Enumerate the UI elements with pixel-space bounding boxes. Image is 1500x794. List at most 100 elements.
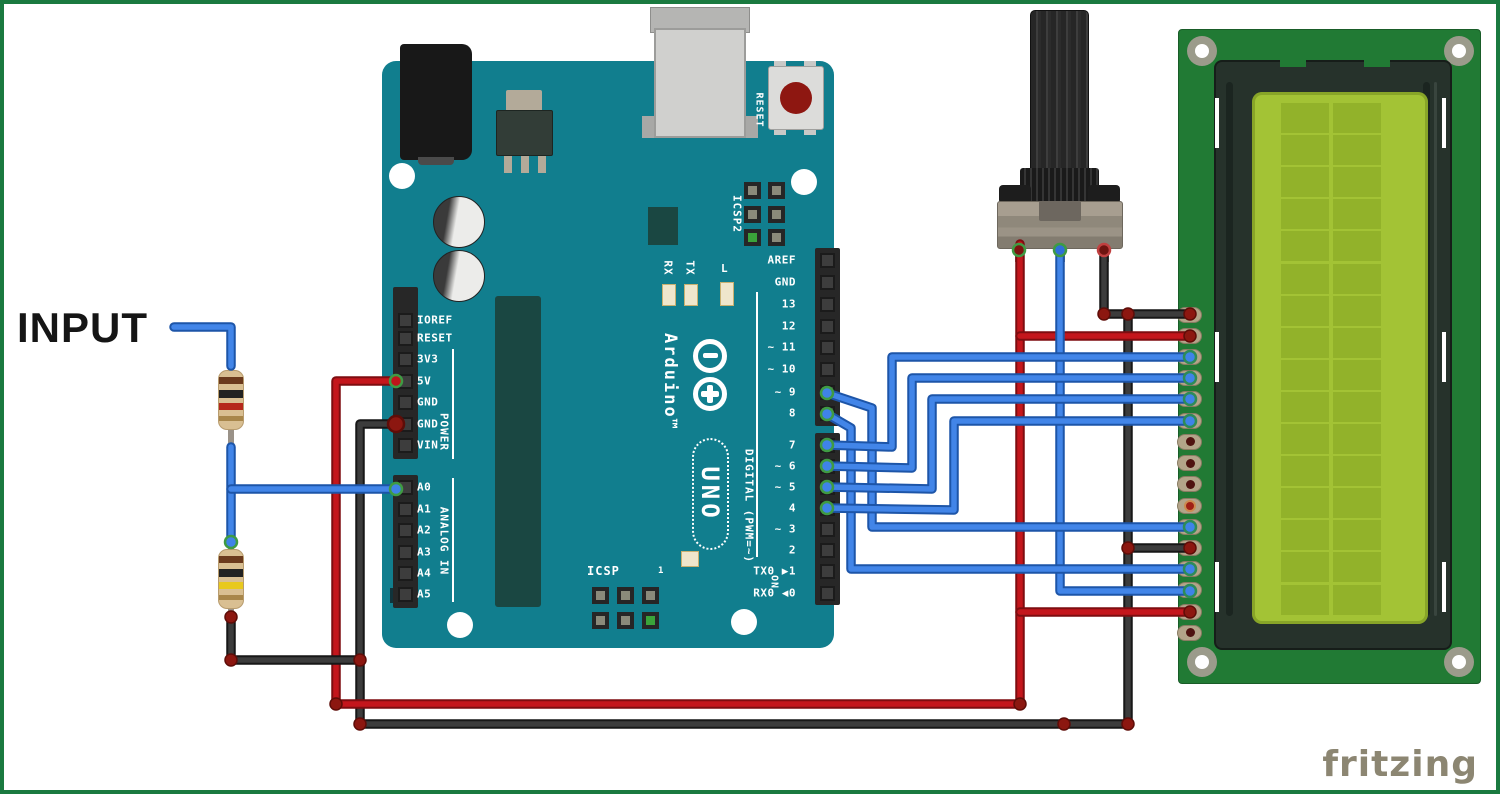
wire-pin9-lcd11 [824,390,1193,530]
resistor-band [219,569,243,577]
resistor-band [219,595,243,600]
icsp-pin [641,586,659,604]
potentiometer-shaft[interactable] [1030,10,1089,172]
pin-label: RX0 ◀0 [753,586,796,600]
lcd-char-cell [1333,391,1381,422]
pin-label: 12 [781,319,796,333]
icsp-pin [616,611,634,629]
pin-label: IOREF [417,313,453,327]
junction-dot [1097,307,1111,321]
lcd-char-cell [1281,167,1329,198]
lcd-char-cell [1333,359,1381,390]
logo-plus-icon [707,385,713,403]
header-pin [819,458,835,474]
lcd-bezel-stripe [1226,82,1233,616]
reset-button-cap[interactable] [780,82,812,114]
pin-label: 7 [788,438,796,452]
lcd-silkscreen-tick [1442,562,1446,612]
header-pin [819,339,835,355]
capacitor [433,250,485,302]
wire-pin4-lcd6 [824,418,1193,513]
pin-label: 4 [788,501,796,515]
header-pin [398,394,413,410]
lcd-char-cell [1333,327,1381,358]
reset-button-tab [774,61,786,69]
capacitor [433,196,485,248]
lcd-bezel-notch [1280,60,1306,67]
potentiometer-ear [1088,185,1120,204]
pin-label: A2 [417,523,432,537]
mounting-hole [389,163,415,189]
lcd-char-cell [1333,456,1381,487]
lcd-silkscreen-tick [1215,98,1219,148]
wire-pin7-lcd3 [822,352,1195,452]
lcd-char-cell [1281,295,1329,326]
wire-pin6-lcd4 [822,373,1195,473]
icsp-label: ICSP [587,564,620,578]
led-l-label: L [721,262,729,275]
brand-label: Arduino™ [660,333,680,431]
usb-tab [642,116,654,138]
pin-label: 5V [417,374,432,388]
wire-input-wire [171,324,234,369]
rx-led [662,284,676,306]
lcd-char-cell [1281,520,1329,551]
wire-pin9-lcd11 [822,388,1195,532]
junction-dot [1121,307,1135,321]
usb-connector [654,28,746,138]
pin-label: VIN [417,438,439,452]
pin-label: ~ 11 [767,340,796,354]
lcd-silkscreen-tick [1215,562,1219,612]
lcd-pad-hole [1185,437,1195,447]
junction-dot [353,653,367,667]
header-pin [819,479,835,495]
icsp-pin [616,586,634,604]
header-pin [819,252,835,268]
header-pin [819,405,835,421]
pin-label: GND [417,417,439,431]
regulator-leg [538,156,546,173]
lcd-char-cell [1333,167,1381,198]
lcd-char-cell [1281,391,1329,422]
power-group-line [452,349,454,459]
header-pin [398,479,413,495]
reset-button-tab [804,127,816,135]
tx-label: TX [683,260,697,276]
regulator-leg [504,156,512,173]
pin-label: A3 [417,545,432,559]
pin-label: GND [774,275,796,289]
lcd-char-cell [1281,103,1329,133]
lcd-char-cell [1281,552,1329,583]
icsp-pin [743,205,761,223]
header-pin [819,361,835,377]
lcd-mounting-hole [1187,647,1217,677]
junction-dot [1121,717,1135,731]
usb-ic [648,207,678,245]
pin-label: GND [417,395,439,409]
lcd-pad-hole [1185,479,1195,489]
pin-label: 8 [788,406,796,420]
input-label: INPUT [17,304,148,351]
usb-tab [746,116,758,138]
lcd-char-cell [1281,456,1329,487]
wire-resistor-gnd [226,611,365,665]
potentiometer-leg [1015,247,1024,262]
power-group-label: POWER [437,412,451,452]
header-pin [398,544,413,560]
pin-label: RESET [417,331,453,345]
resistor-band [219,556,243,563]
junction-dot [1121,541,1135,555]
lcd-pad [1177,412,1202,429]
wire-pin5-lcd5 [822,394,1195,494]
lcd-char-cell [1333,103,1381,133]
header-pin [819,384,835,400]
reset-button-tab [804,61,816,69]
pin-label: ~ 10 [767,362,796,376]
header-pin [398,330,413,346]
lcd-char-cell [1281,584,1329,615]
junction-dot [329,697,343,711]
wire-input-wire [169,322,236,371]
potentiometer-leg [1100,247,1109,262]
lcd-bezel-notch [1364,60,1390,67]
lcd-mounting-hole [1187,36,1217,66]
